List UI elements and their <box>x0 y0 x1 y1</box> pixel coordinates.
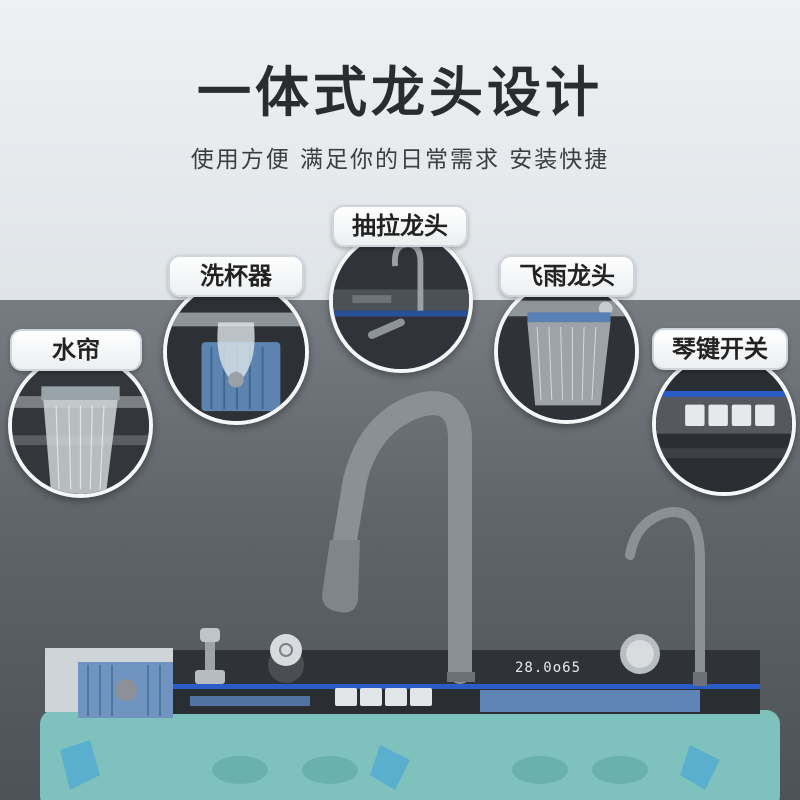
feature-image-waterfall <box>8 353 153 498</box>
feature-rain: 飞雨龙头 <box>494 255 639 425</box>
feature-image-rain <box>494 279 639 424</box>
subline: 使用方便 满足你的日常需求 安装快捷 <box>190 147 610 173</box>
waterfall-outlet <box>480 690 700 712</box>
pullout-spray-head <box>322 540 360 613</box>
feature-label-piano-keys: 琴键开关 <box>652 328 788 370</box>
temperature-display: 28.0o65 <box>515 660 582 676</box>
feature-label-pullout: 抽拉龙头 <box>332 205 468 247</box>
sink-basin <box>40 710 780 800</box>
sink-drain-pattern <box>60 740 720 790</box>
feature-pullout: 抽拉龙头 <box>327 205 473 373</box>
main-faucet <box>333 391 472 684</box>
feature-image-piano-keys <box>652 352 796 496</box>
headline: 一体式龙头设计 <box>197 61 603 124</box>
feature-cup-washer: 洗杯器 <box>163 255 309 425</box>
feature-image-cup-washer <box>163 279 309 425</box>
control-panel <box>50 650 760 690</box>
feature-label-cup-washer: 洗杯器 <box>168 255 304 297</box>
piano-key-switches <box>410 688 432 706</box>
cup-washer-nozzle <box>115 679 137 701</box>
panel-accent-strip <box>170 684 760 689</box>
feature-waterfall: 水帘 <box>8 325 153 498</box>
feature-label-waterfall: 水帘 <box>10 329 142 371</box>
feature-piano-keys: 琴键开关 <box>650 328 796 498</box>
soap-dispenser <box>195 670 225 684</box>
purifier-faucet <box>625 507 705 685</box>
feature-label-rain: 飞雨龙头 <box>499 255 635 297</box>
